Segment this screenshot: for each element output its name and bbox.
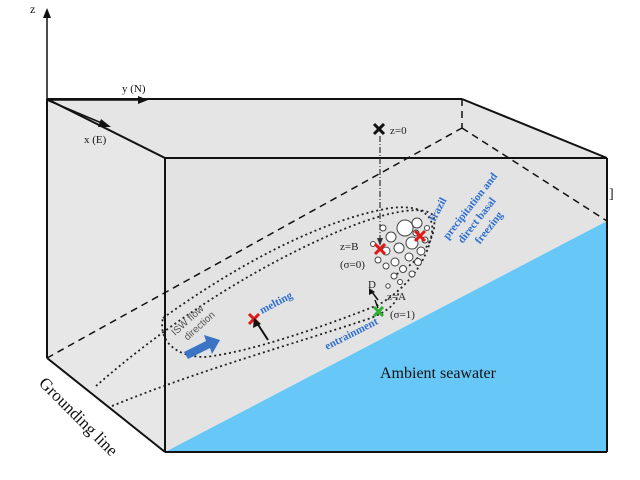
right-edge-mark: ] [609, 187, 614, 202]
label-sigma1: (σ=1) [390, 309, 415, 321]
x-axis-label: x (E) [84, 134, 107, 146]
marker-zA [372, 305, 385, 318]
ambient-seawater-label: Ambient seawater [380, 365, 497, 382]
plume-outlines [95, 206, 436, 407]
box-top-face [47, 99, 607, 158]
marker-zB [373, 242, 387, 256]
box-left-face [47, 99, 165, 452]
label-D: D [368, 279, 376, 291]
ambient-seawater [165, 221, 607, 452]
label-sigma0: (σ=0) [340, 259, 365, 271]
flow-arrow-icon [184, 335, 220, 359]
box-edges [46, 98, 608, 453]
axes: z y (N) x (E) [30, 2, 148, 146]
y-axis-label: y (N) [122, 83, 146, 95]
label-z0: z=0 [390, 125, 407, 137]
label-zB: z=B [340, 241, 358, 253]
label-zA: z=A [387, 291, 406, 303]
cross-x-icon [372, 122, 386, 136]
box-front-face [165, 158, 607, 452]
marker-frazil [413, 229, 427, 243]
z-axis-label: z [30, 2, 35, 16]
